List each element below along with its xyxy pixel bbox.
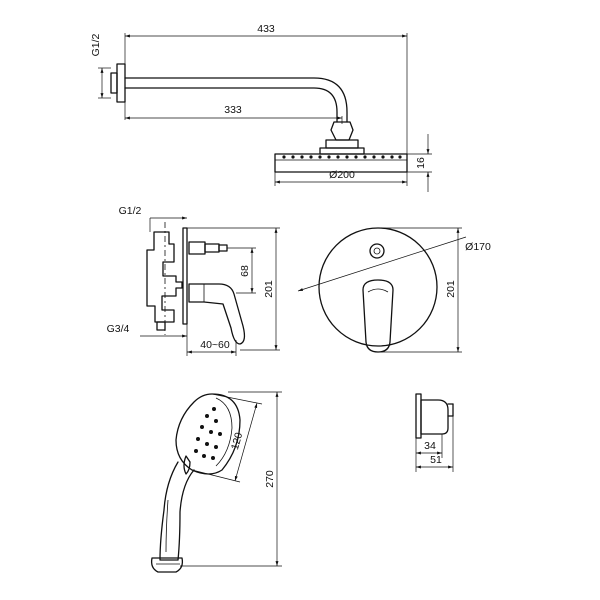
arm-swivel-nut [330,121,354,141]
head-neck [319,147,365,155]
mixer-side-view: G1/2 G3/4 40~60 68 201 [107,205,280,356]
head-thickness-label: 16 [415,157,427,169]
diverter-knob-base [188,241,206,255]
cover-plate-view: Ø170 201 [297,227,491,353]
plate-height-label: 201 [445,280,457,298]
mixer-lever-handle [188,283,246,345]
wall-depth-label: 40~60 [200,339,230,351]
head-size-ext-bottom [191,469,241,483]
hand-head-label: 120 [229,431,245,451]
shower-arm-tube [124,77,348,123]
arm-connector [325,139,359,149]
head-nozzle-row [282,155,402,159]
diverter-knob [204,243,220,253]
mixer-outlet-stub [156,321,166,331]
head-size-ext-top [211,393,263,405]
handle-edge-line [165,499,169,553]
hand-shower-trigger [183,455,191,475]
lever-offset-label: 68 [239,265,251,277]
arm-wall-plate [116,63,126,103]
shower-arm-view: G1/2 433 333 16 Ø200 [90,23,432,192]
hand-length-label: 270 [264,470,276,488]
diverter-knob-tip [218,244,228,252]
hand-head-dimension-line [234,402,258,482]
outlet-wall-plate [415,393,422,439]
mixer-wall-plate [182,227,188,325]
arm-wall-flange [110,72,118,94]
hand-shower-end-cap [150,557,184,573]
wall-outlet-view: 34 51 [415,393,454,472]
inlet-thread-label: G1/2 [119,205,142,217]
hand-shower-head [175,393,241,475]
outlet-thread-label: G3/4 [107,323,130,335]
hand-shower-view: 120 270 [150,391,282,573]
arm-length-label: 433 [257,23,275,35]
diverter-button-center [373,247,381,255]
outlet-outer-label: 51 [430,454,442,466]
arm-thread-label: G1/2 [90,33,102,56]
lever-highlight [367,288,389,293]
outlet-elbow-body [420,399,449,435]
mixer-valve-body [146,231,183,323]
outlet-inner-label: 34 [424,440,436,452]
front-lever-handle [362,279,394,353]
diverter-button-icon [369,243,385,259]
plate-diameter-label: Ø170 [465,241,491,253]
head-diameter-label: Ø200 [329,169,355,181]
hand-shower-nozzles [194,407,222,460]
mixer-height-label: 201 [263,280,275,298]
hand-head-rim [215,397,233,467]
arm-reach-label: 333 [224,104,242,116]
plate-diameter-dimension-line [297,236,467,292]
hand-shower-handle [159,461,195,561]
cover-plate [318,227,438,347]
